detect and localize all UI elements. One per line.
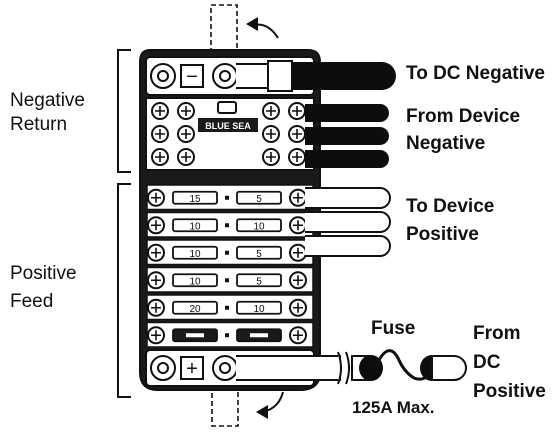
fuse-row-screw-right-cross [293, 330, 303, 341]
fuse-row-screw-left-cross [151, 247, 161, 258]
fuse-row-screw-right-cross [293, 302, 303, 313]
fuse-left-3 [172, 245, 218, 260]
fuse-row-divider [225, 305, 229, 310]
bus-bar-label: BLUE SEA [205, 121, 251, 131]
fuse-row-screw-left-cross [151, 275, 161, 286]
fuse-row-divider [225, 250, 229, 255]
to-device-positive-label-line1: To Device [406, 196, 495, 217]
fuse-row-1 [146, 184, 314, 211]
top-rotate-arrowhead [246, 17, 258, 31]
fuse-row-screw-left-cross [151, 192, 161, 203]
fuse-right-rating: 5 [256, 194, 262, 205]
negative-main-stud [212, 63, 238, 89]
fuse-label: Fuse [371, 318, 416, 339]
fuse-row-3 [146, 239, 314, 266]
negative-return-label-line2: Return [10, 114, 68, 135]
bus-bar-label-plate [198, 118, 258, 132]
fuse-row-screw-right-cross [293, 192, 303, 203]
fuse-row-5 [146, 294, 314, 321]
fuse-row-screw-right-cross [293, 220, 303, 231]
fuse-right-4 [236, 273, 282, 288]
fuse-row-2 [146, 211, 314, 238]
from-device-negative-label-line1: From Device [406, 106, 521, 127]
bottom-rotate-arrowhead [256, 405, 268, 419]
negative-stud-screw [150, 63, 176, 89]
positive-feed-bracket [117, 183, 131, 398]
positive-feed-label-line2: Feed [10, 291, 54, 312]
negative-return-bracket [117, 49, 131, 173]
fuse-left-rating: 15 [189, 194, 201, 205]
fuse-right-rating: 5 [256, 249, 262, 260]
negative-return-label-line1: Negative [10, 90, 85, 111]
positive-symbol-text: + [186, 358, 198, 380]
device-negative-wires [305, 104, 389, 168]
fuse-rows: 15 5 10 10 10 5 10 5 20 10 [146, 184, 314, 348]
fuse-right-rating: 5 [256, 276, 262, 287]
to-device-positive-label-line2: Positive [406, 224, 479, 245]
fuse-right-1 [236, 190, 282, 205]
fuse-right-5 [236, 300, 282, 315]
fuse-rating-label: 125A Max. [352, 398, 435, 417]
fuse-row-screw-right-cross [293, 275, 303, 286]
fuse-row-screw-left-cross [151, 330, 161, 341]
fuse-left-blade-mark [186, 333, 204, 338]
fuse-right-blade-mark [250, 333, 268, 338]
fuse-row-screw-left-cross [151, 302, 161, 313]
fuse-left-4 [172, 273, 218, 288]
from-dc-positive-label-line2: DC [473, 352, 501, 373]
device-positive-wires [305, 187, 391, 257]
fuse-left-1 [172, 190, 218, 205]
to-dc-negative-label: To DC Negative [406, 63, 546, 84]
negative-bus-screw-crosses [155, 106, 302, 162]
bus-bar-slot [217, 101, 237, 114]
fuse-left-rating: 20 [189, 304, 201, 315]
positive-stud-screw [150, 355, 176, 381]
fuse-left-rating: 10 [189, 276, 201, 287]
from-dc-positive-label-line3: Positive [473, 381, 546, 402]
positive-symbol: + [180, 356, 204, 380]
fuse-left-rating: 10 [189, 249, 201, 260]
fuse-row-divider [225, 278, 229, 283]
positive-main-stud [212, 355, 238, 381]
fuse-right-rating: 10 [253, 221, 265, 232]
negative-symbol-text: − [186, 66, 198, 88]
negative-symbol: − [180, 64, 204, 88]
fuse-row-divider [225, 195, 229, 200]
fuse-right-3 [236, 245, 282, 260]
fuse-left-5 [172, 300, 218, 315]
fuse-row-6 [146, 321, 314, 348]
top-stud-dashed [210, 4, 238, 56]
positive-feed-label-line1: Positive [10, 263, 77, 284]
fuse-left-rating: 10 [189, 221, 201, 232]
fuse-row-divider [225, 333, 229, 338]
fuse-row-screw-left-cross [151, 220, 161, 231]
fuse-left-2 [172, 218, 218, 233]
from-dc-positive-label-line1: From [473, 323, 521, 344]
negative-ring-terminal [236, 63, 271, 89]
fuse-row-divider [225, 223, 229, 228]
from-device-negative-label-line2: Negative [406, 133, 486, 154]
dc-positive-source-cable [431, 355, 467, 381]
fuse-row-screw-right-cross [293, 247, 303, 258]
fuse-right-rating: 10 [253, 304, 265, 315]
fuse-right-2 [236, 218, 282, 233]
dc-negative-wire [267, 60, 396, 92]
fuse-row-4 [146, 266, 314, 293]
